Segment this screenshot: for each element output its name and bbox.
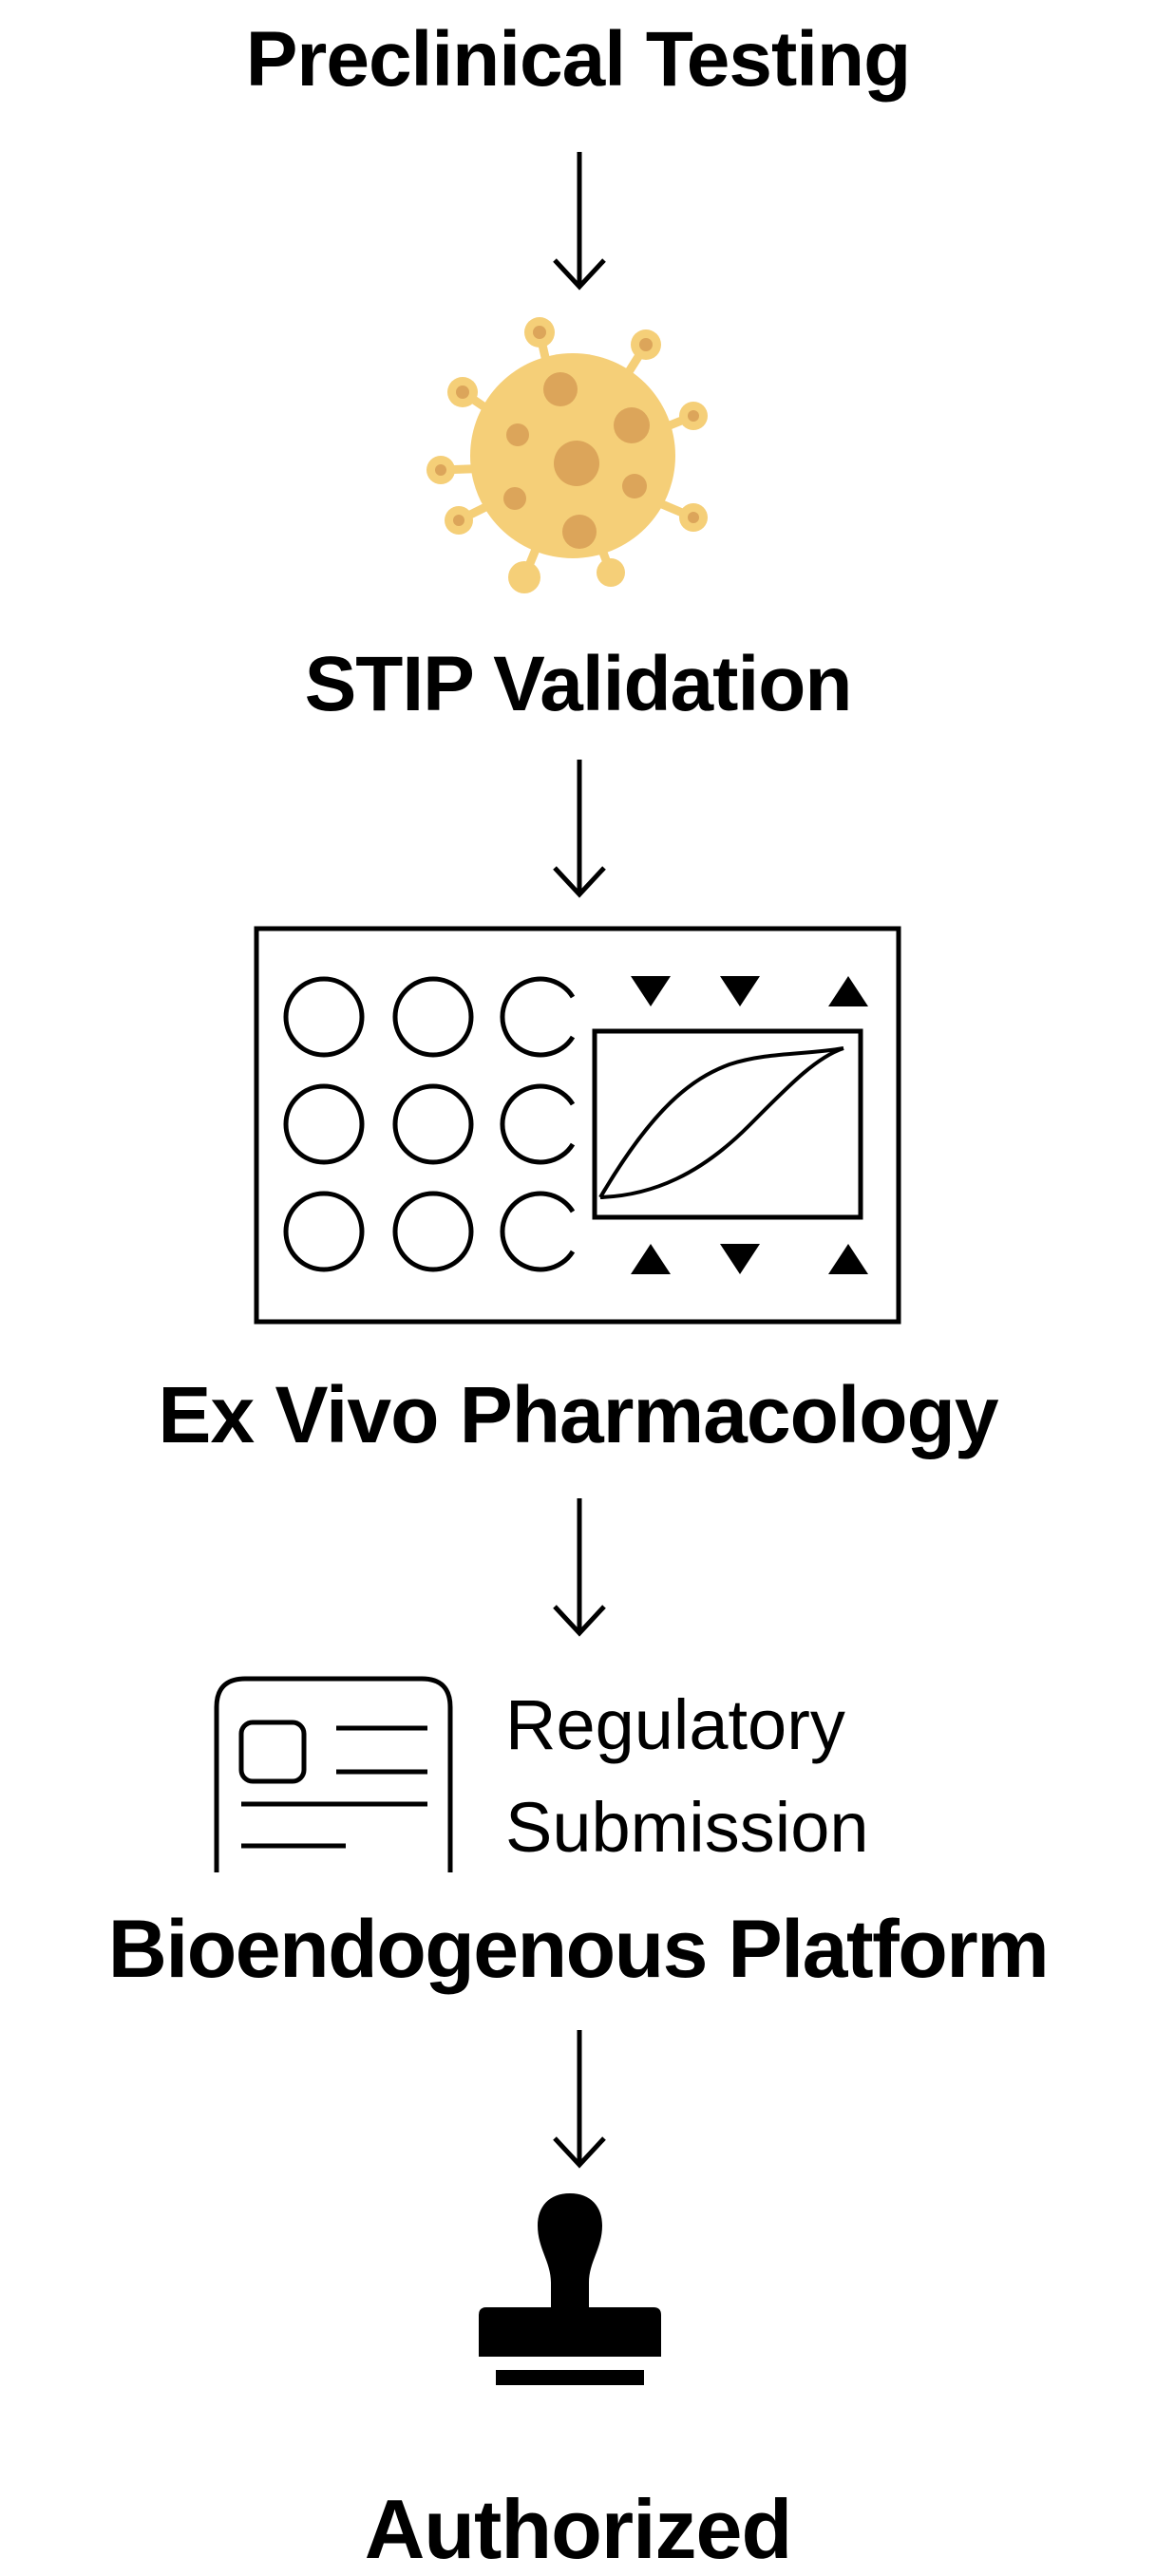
virus-icon (426, 317, 708, 593)
document-icon (214, 1676, 453, 1872)
step-authorized-label: Authorized (364, 2482, 793, 2576)
submission-label: Submission (505, 1788, 869, 1867)
step-bioendogenous-platform-label: Bioendogenous Platform (107, 1904, 1050, 1995)
regulatory-label: Regulatory (505, 1685, 845, 1764)
step-stip-validation-label: STIP Validation (304, 641, 853, 727)
step-ex-vivo-pharmacology-label: Ex Vivo Pharmacology (158, 1370, 998, 1459)
well-plate-assay-icon (254, 926, 901, 1325)
step-preclinical-testing-label: Preclinical Testing (245, 16, 912, 103)
arrow-down-icon (553, 152, 606, 291)
arrow-down-icon (553, 2030, 606, 2169)
stamp-icon (479, 2193, 661, 2385)
arrow-down-icon (553, 1498, 606, 1637)
arrow-down-icon (553, 760, 606, 898)
